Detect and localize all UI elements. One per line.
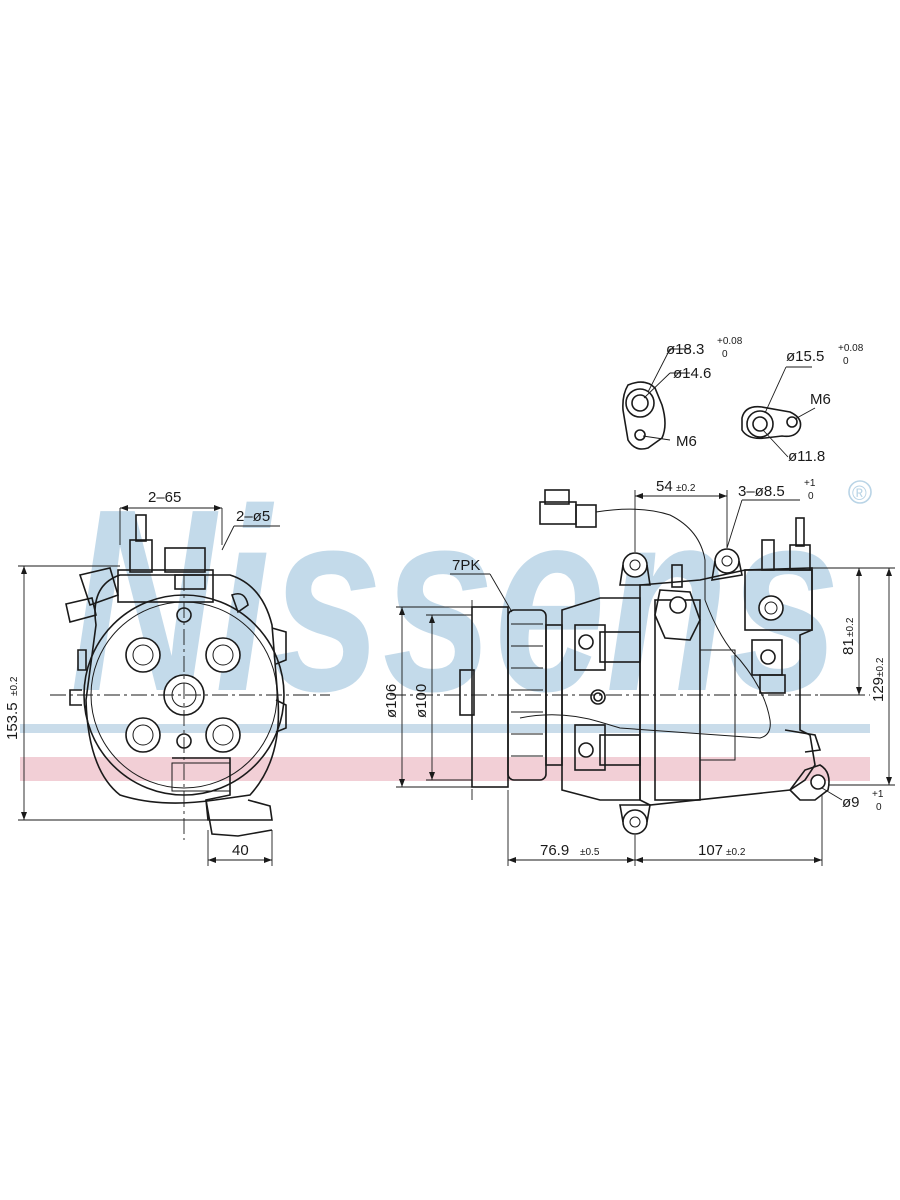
watermark-blue-band: [20, 724, 870, 733]
side-dim-pulley-len: 76.9: [540, 842, 569, 859]
front-dim-bottom: 40: [232, 842, 249, 859]
side-dim-129-tol: ±0.2: [875, 657, 886, 677]
side-dim-body-len-tol: ±0.2: [726, 847, 746, 858]
front-dim-holes: 2–ø5: [236, 508, 270, 525]
side-dim-bottom-hole-tol-lower: 0: [876, 802, 882, 813]
port-right-thread: M6: [810, 391, 831, 408]
registered-mark-circle: [848, 480, 872, 504]
port-left-inner: ø14.6: [673, 365, 711, 382]
front-bolt-group: [125, 637, 241, 753]
registered-mark: ®: [852, 483, 867, 505]
side-dim-mount-holes: 3–ø8.5: [738, 483, 785, 500]
side-dim-mount-spacing: 54: [656, 478, 673, 495]
port-left-dia-tol-lower: 0: [722, 349, 728, 360]
port-left-dia: ø18.3: [666, 341, 704, 358]
port-right-inner: ø11.8: [788, 448, 825, 465]
port-left-dia-tol-upper: +0.08: [717, 336, 743, 347]
port-detail-right: ø15.5 +0.08 0 M6 ø11.8: [741, 343, 864, 465]
side-dim-mount-holes-tol-upper: +1: [804, 478, 816, 489]
port-right-dia-tol-upper: +0.08: [838, 343, 864, 354]
side-dim-mount-holes-tol-lower: 0: [808, 491, 814, 502]
side-dim-body-len: 107: [698, 842, 723, 859]
side-dim-81-tol: ±0.2: [845, 617, 856, 637]
side-pulley-label: 7PK: [452, 557, 480, 574]
port-detail-left: ø18.3 +0.08 0 ø14.6 M6: [622, 336, 743, 450]
side-view: ø106 ø100 7PK 54 ±0.2 3–ø8.5 +1 0 81 ±0.…: [383, 478, 895, 866]
side-dim-bottom-hole-tol-upper: +1: [872, 789, 884, 800]
front-dim-height-tol: ±0.2: [9, 676, 20, 696]
side-dim-bottom-hole: ø9: [842, 794, 860, 811]
side-dim-pulley-len-tol: ±0.5: [580, 847, 600, 858]
front-dim-height: 153.5: [4, 702, 21, 740]
watermark-pink-band: [20, 757, 870, 781]
side-dim-81: 81: [840, 638, 857, 655]
side-dim-129: 129: [870, 677, 887, 702]
port-left-thread: M6: [676, 433, 697, 450]
port-right-dia: ø15.5: [786, 348, 824, 365]
side-dia-outer: ø106: [383, 684, 400, 718]
side-dia-inner: ø100: [413, 684, 430, 718]
front-dim-top: 2–65: [148, 489, 181, 506]
port-right-dia-tol-lower: 0: [843, 356, 849, 367]
front-view: 2–65 2–ø5 153.5 ±0.2 40: [4, 489, 330, 866]
side-dim-mount-spacing-tol: ±0.2: [676, 483, 696, 494]
